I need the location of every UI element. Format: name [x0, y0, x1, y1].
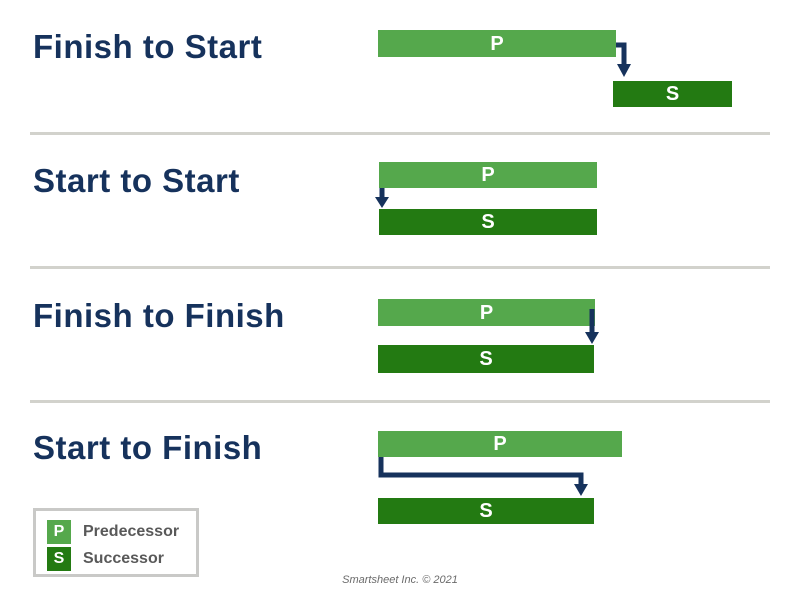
- legend-label-predecessor: Predecessor: [83, 523, 180, 540]
- bar-letter: S: [481, 211, 495, 233]
- successor-swatch: S: [47, 547, 71, 571]
- predecessor-bar: P: [378, 30, 616, 57]
- divider: [30, 266, 770, 269]
- swatch-letter: P: [53, 523, 65, 540]
- bar-letter: P: [479, 301, 494, 324]
- attribution: Smartsheet Inc. © 2021: [342, 574, 458, 586]
- predecessor-swatch: P: [47, 520, 71, 544]
- section-title-finish-to-finish: Finish to Finish: [33, 297, 285, 334]
- section-title-finish-to-start: Finish to Start: [33, 28, 263, 65]
- bar-letter: P: [490, 32, 504, 55]
- successor-bar: S: [378, 498, 594, 524]
- start-to-finish-arrow-icon: [378, 457, 588, 496]
- divider: [30, 132, 770, 135]
- divider: [30, 400, 770, 403]
- bar-letter: S: [479, 500, 493, 522]
- successor-bar: S: [379, 209, 597, 235]
- section-title-start-to-finish: Start to Finish: [33, 429, 263, 466]
- predecessor-bar: P: [378, 431, 622, 457]
- successor-bar: S: [378, 345, 594, 373]
- finish-to-start-arrow-icon: [616, 42, 631, 77]
- swatch-letter: S: [53, 550, 65, 567]
- successor-bar: S: [613, 81, 732, 107]
- start-to-start-arrow-icon: [375, 188, 389, 208]
- section-title-start-to-start: Start to Start: [33, 162, 240, 199]
- legend-label-successor: Successor: [83, 550, 164, 567]
- bar-letter: S: [479, 348, 493, 370]
- bar-letter: S: [665, 83, 680, 105]
- bar-letter: P: [493, 433, 507, 455]
- predecessor-bar: P: [378, 299, 595, 326]
- legend-row-successor: S Successor: [47, 547, 164, 571]
- legend: P Predecessor S Successor: [33, 508, 199, 577]
- predecessor-bar: P: [379, 162, 597, 188]
- legend-row-predecessor: P Predecessor: [47, 520, 179, 544]
- bar-letter: P: [481, 164, 495, 186]
